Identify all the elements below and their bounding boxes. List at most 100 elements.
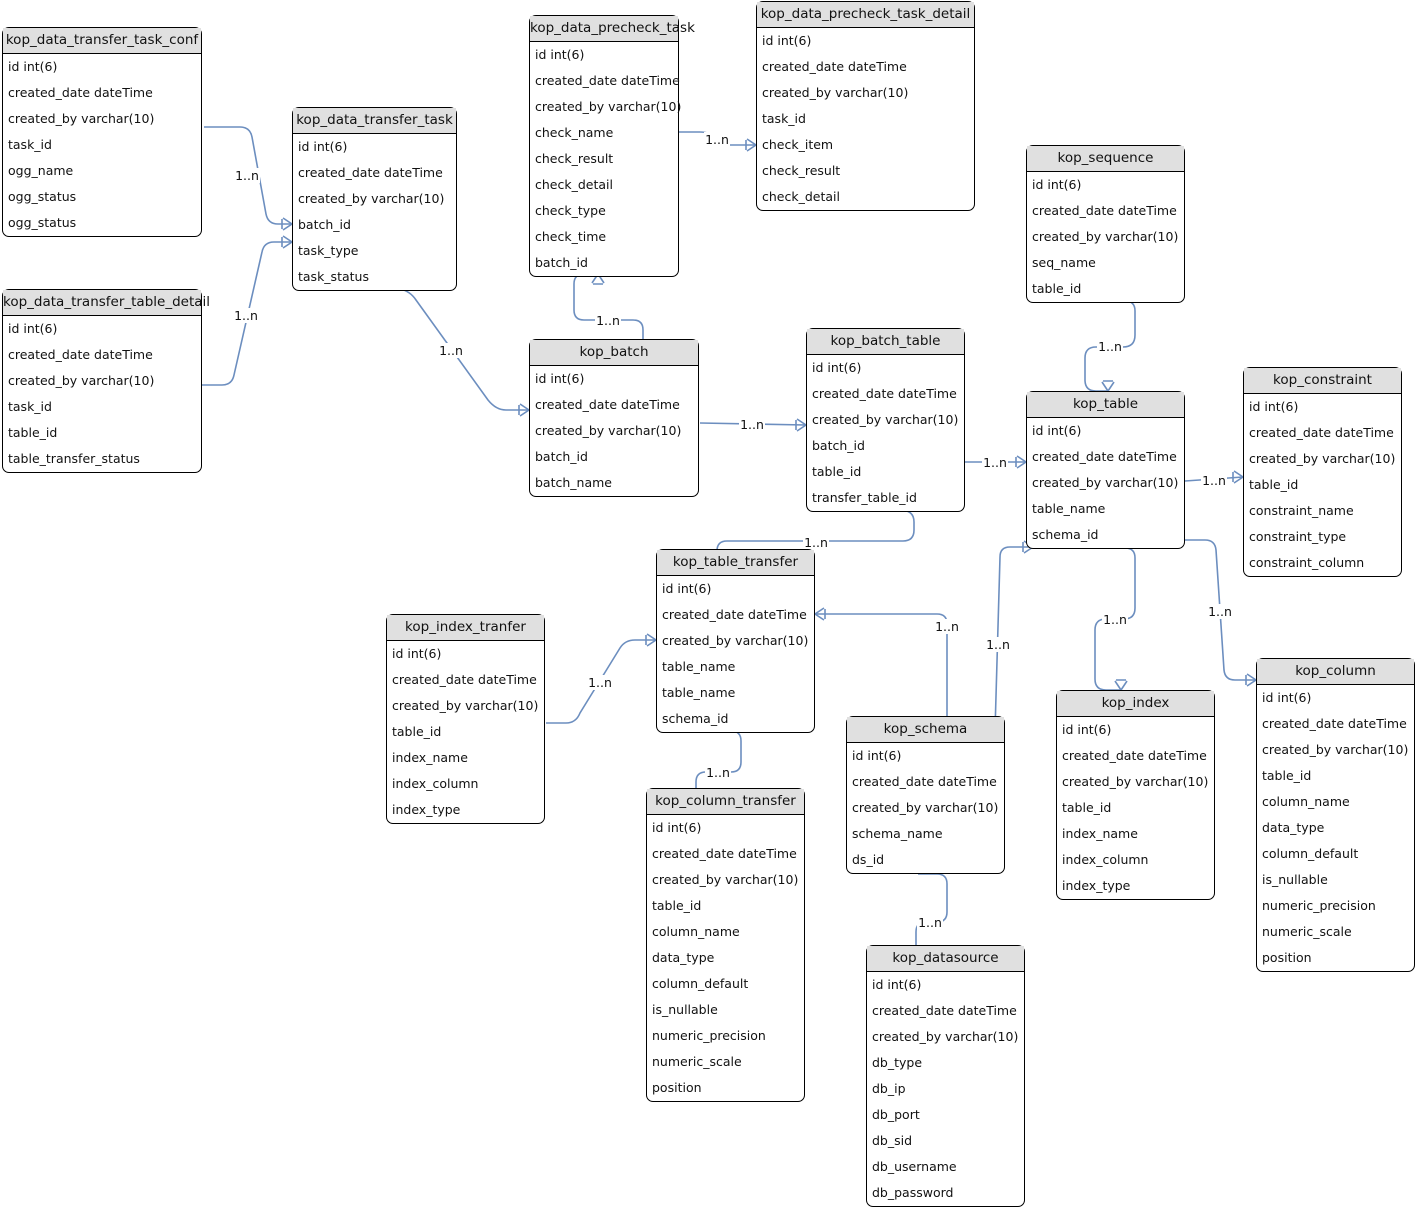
entity-field: created_date dateTime xyxy=(535,73,680,88)
entity-field: position xyxy=(1262,950,1312,965)
entity-field: table_name xyxy=(662,659,736,674)
entity-field: schema_id xyxy=(1032,527,1099,542)
entity-title: kop_data_transfer_table_detail xyxy=(3,290,210,316)
relation-label: 1..n xyxy=(986,637,1010,652)
entity-field: db_ip xyxy=(872,1081,906,1096)
entity-field: ds_id xyxy=(852,852,885,867)
entity-field: check_detail xyxy=(762,189,840,204)
entity-title: kop_data_transfer_task xyxy=(293,108,456,134)
entity-title: kop_datasource xyxy=(867,946,1024,972)
entity-field: created_by varchar(10) xyxy=(1249,451,1396,466)
entity-field: ogg_name xyxy=(8,163,74,178)
entity-field: id int(6) xyxy=(535,371,585,386)
entity-title: kop_index xyxy=(1057,691,1214,717)
relation-label: 1..n xyxy=(1103,612,1127,627)
entity-field: constraint_type xyxy=(1249,529,1347,544)
entity-field: id int(6) xyxy=(662,581,712,596)
entity-field: table_id xyxy=(1062,800,1112,815)
entity-field: created_by varchar(10) xyxy=(662,633,809,648)
entity-field: task_type xyxy=(298,243,359,258)
relation-label-bg xyxy=(595,313,621,328)
relation-label: 1..n xyxy=(439,343,463,358)
relation-label-bg xyxy=(934,619,960,634)
entity-field: numeric_scale xyxy=(1262,924,1352,939)
entity-field: table_name xyxy=(662,685,736,700)
entity-title: kop_schema xyxy=(847,717,1004,743)
crows-foot-marker xyxy=(1101,380,1115,393)
entity-title: kop_constraint xyxy=(1244,368,1401,394)
entity-field: check_item xyxy=(762,137,834,152)
relation-label: 1..n xyxy=(1098,339,1122,354)
entity-field: index_name xyxy=(392,750,468,765)
entity-field: check_detail xyxy=(535,177,613,192)
entity-field: index_type xyxy=(392,802,461,817)
entity-field: created_date dateTime xyxy=(1032,203,1177,218)
entity-field: column_default xyxy=(1262,846,1359,861)
relation-label-bg xyxy=(1201,473,1227,488)
entity-field: created_by varchar(10) xyxy=(392,698,539,713)
entity-field: id int(6) xyxy=(1062,722,1112,737)
entity-field: data_type xyxy=(652,950,715,965)
entity-field: check_type xyxy=(535,203,606,218)
entity-title: kop_table_transfer xyxy=(657,550,814,576)
entity-title: kop_index_tranfer xyxy=(387,615,544,641)
entity-field: created_by varchar(10) xyxy=(1262,742,1409,757)
entity-field: index_type xyxy=(1062,878,1131,893)
entity-field: created_date dateTime xyxy=(392,672,537,687)
entity-field: ogg_status xyxy=(8,215,77,230)
entity-field: id int(6) xyxy=(8,321,58,336)
entity-field: created_date dateTime xyxy=(1032,449,1177,464)
relation-label: 1..n xyxy=(983,455,1007,470)
entity-title: kop_data_precheck_task_detail xyxy=(757,2,974,28)
entity-title: kop_data_precheck_task xyxy=(530,16,695,42)
entity-field: task_status xyxy=(298,269,369,284)
entity-field: check_result xyxy=(535,151,614,166)
entity-field: created_by varchar(10) xyxy=(298,191,445,206)
relation-label: 1..n xyxy=(804,535,828,550)
entity-title: kop_table xyxy=(1027,392,1184,418)
entity-field: column_default xyxy=(652,976,749,991)
relation-label: 1..n xyxy=(705,132,729,147)
entity-field: id int(6) xyxy=(1249,399,1299,414)
entity-field: task_id xyxy=(8,137,52,152)
entity-field: id int(6) xyxy=(1032,177,1082,192)
entity-field: table_transfer_status xyxy=(8,451,140,466)
relation-label-bg xyxy=(234,168,260,183)
entity-field: index_column xyxy=(1062,852,1149,867)
entity-field: created_by varchar(10) xyxy=(535,423,682,438)
entity-field: created_by varchar(10) xyxy=(8,111,155,126)
entity-field: is_nullable xyxy=(1262,872,1328,887)
relation-label-bg xyxy=(587,675,613,690)
entity-field: check_name xyxy=(535,125,614,140)
entity-field: id int(6) xyxy=(392,646,442,661)
entity-field: created_date dateTime xyxy=(8,347,153,362)
relation-label-bg xyxy=(705,765,731,780)
entity-field: numeric_precision xyxy=(652,1028,766,1043)
entity-field: table_name xyxy=(1032,501,1106,516)
crows-foot-marker xyxy=(813,607,826,621)
relation-line xyxy=(399,288,529,411)
entity-field: task_id xyxy=(762,111,806,126)
entity-field: id int(6) xyxy=(852,748,902,763)
entity-field: column_name xyxy=(1262,794,1350,809)
entity-field: created_by varchar(10) xyxy=(8,373,155,388)
entity-field: batch_id xyxy=(298,217,351,232)
entity-field: data_type xyxy=(1262,820,1325,835)
